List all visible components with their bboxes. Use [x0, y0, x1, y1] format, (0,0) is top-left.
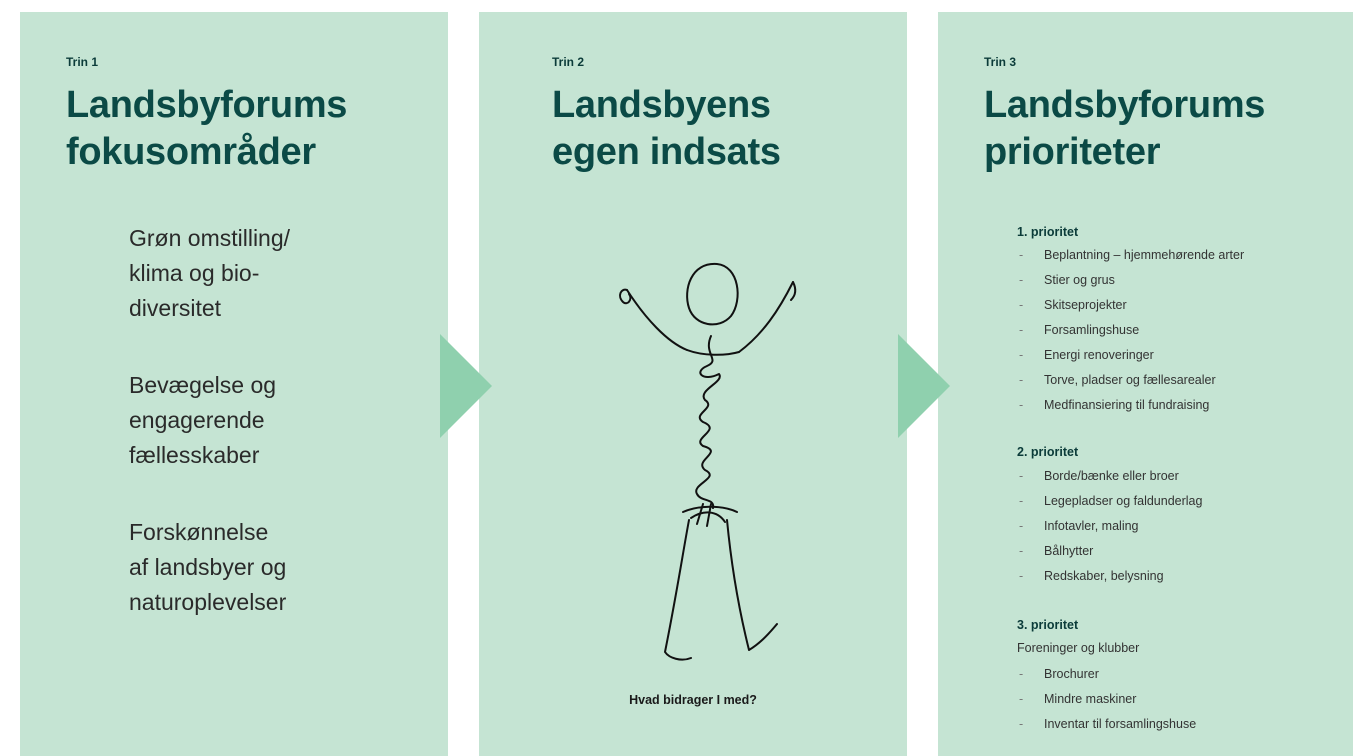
arrow-right-icon	[440, 334, 492, 438]
step-2-title-line-1: Landsbyens	[552, 84, 771, 126]
focus-area-2-line-2: engagerende	[129, 407, 265, 433]
step-1-title-line-2: fokusområder	[66, 131, 316, 173]
dash-bullet: -	[1019, 348, 1024, 362]
step-1-title-line-1: Landsbyforums	[66, 84, 348, 126]
focus-area-1-line-1: Grøn omstilling/	[129, 225, 291, 251]
list-item-text: Skitseprojekter	[1044, 298, 1127, 312]
list-item-text: Infotavler, maling	[1044, 519, 1139, 533]
list-item-text: Energi renoveringer	[1044, 348, 1154, 362]
list-item-text: Bålhytter	[1044, 544, 1094, 558]
priority-1-heading: 1. prioritet	[1017, 225, 1079, 239]
list-item-text: Medfinansiering til fundraising	[1044, 398, 1210, 412]
list-item-text: Redskaber, belysning	[1044, 569, 1164, 583]
list-item-text: Mindre maskiner	[1044, 692, 1137, 706]
priority-3-list: - Brochurer - Mindre maskiner - Inventar ti…	[1017, 662, 1196, 737]
dash-bullet: -	[1019, 323, 1024, 337]
list-item: - Stier og grus	[1017, 268, 1244, 293]
step-2-title: Landsbyens egen indsats	[552, 82, 781, 176]
dash-bullet: -	[1019, 519, 1024, 533]
dash-bullet: -	[1019, 569, 1024, 583]
focus-area-3-line-1: Forskønnelse	[129, 519, 269, 545]
priority-2-heading: 2. prioritet	[1017, 445, 1079, 459]
focus-area-2-line-3: fællesskaber	[129, 442, 260, 468]
list-item-text: Inventar til forsamlingshuse	[1044, 717, 1197, 731]
list-item: - Torve, pladser og fællesarealer	[1017, 368, 1244, 393]
dash-bullet: -	[1019, 494, 1024, 508]
step-3-panel: Trin 3 Landsbyforums prioriteter 1. prio…	[938, 12, 1353, 756]
dash-bullet: -	[1019, 248, 1024, 262]
dash-bullet: -	[1019, 298, 1024, 312]
step-2-title-line-2: egen indsats	[552, 131, 781, 173]
list-item: - Inventar til forsamlingshuse	[1017, 712, 1196, 737]
step-3-title-line-1: Landsbyforums	[984, 84, 1266, 126]
list-item: - Skitseprojekter	[1017, 293, 1244, 318]
focus-area-green-transition: Grøn omstilling/ klima og bio- diversite…	[129, 221, 429, 326]
arrow-right-icon	[898, 334, 950, 438]
list-item: - Bålhytter	[1017, 539, 1202, 564]
dash-bullet: -	[1019, 667, 1024, 681]
focus-area-3-line-3: naturoplevelser	[129, 589, 287, 615]
list-item-text: Forsamlingshuse	[1044, 323, 1140, 337]
list-item: - Infotavler, maling	[1017, 514, 1202, 539]
list-item: - Medfinansiering til fundraising	[1017, 393, 1244, 418]
list-item: - Redskaber, belysning	[1017, 564, 1202, 589]
dash-bullet: -	[1019, 469, 1024, 483]
step-1-label: Trin 1	[66, 55, 99, 69]
focus-area-2-line-1: Bevægelse og	[129, 372, 277, 398]
step-1-panel: Trin 1 Landsbyforums fokusområder Grøn o…	[20, 12, 448, 756]
focus-area-movement: Bevægelse og engagerende fællesskaber	[129, 368, 429, 473]
contribution-question: Hvad bidrager I med?	[629, 693, 757, 707]
list-item: - Legepladser og faldunderlag	[1017, 489, 1202, 514]
focus-area-3-line-2: af landsbyer og	[129, 554, 287, 580]
step-2-label: Trin 2	[552, 55, 585, 69]
list-item: - Forsamlingshuse	[1017, 318, 1244, 343]
dash-bullet: -	[1019, 398, 1024, 412]
list-item: - Borde/bænke eller broer	[1017, 464, 1202, 489]
list-item: - Mindre maskiner	[1017, 687, 1196, 712]
stick-figure-drawing	[619, 262, 797, 661]
dash-bullet: -	[1019, 544, 1024, 558]
dash-bullet: -	[1019, 373, 1024, 387]
priority-3-heading: 3. prioritet	[1017, 618, 1079, 632]
list-item-text: Torve, pladser og fællesarealer	[1044, 373, 1216, 387]
list-item-text: Beplantning – hjemmehørende arter	[1044, 248, 1245, 262]
step-2-panel: Trin 2 Landsbyens egen indsats Hvad	[479, 12, 907, 756]
dash-bullet: -	[1019, 273, 1024, 287]
priority-2-list: - Borde/bænke eller broer - Legepladser og…	[1017, 464, 1202, 589]
list-item-text: Borde/bænke eller broer	[1044, 469, 1179, 483]
step-3-title: Landsbyforums prioriteter	[984, 82, 1265, 176]
step-1-title: Landsbyforums fokusområder	[66, 82, 347, 176]
list-item-text: Brochurer	[1044, 667, 1099, 681]
dash-bullet: -	[1019, 692, 1024, 706]
focus-area-1-line-3: diversitet	[129, 295, 222, 321]
list-item: - Brochurer	[1017, 662, 1196, 687]
focus-area-1-line-2: klima og bio-	[129, 260, 260, 286]
priority-1-list: - Beplantning – hjemmehørende arter - Stie…	[1017, 243, 1244, 418]
list-item-text: Stier og grus	[1044, 273, 1115, 287]
dash-bullet: -	[1019, 717, 1024, 731]
priority-3-subheading: Foreninger og klubber	[1017, 641, 1140, 655]
step-3-title-line-2: prioriteter	[984, 131, 1161, 173]
list-item: - Beplantning – hjemmehørende arter	[1017, 243, 1244, 268]
list-item: - Energi renoveringer	[1017, 343, 1244, 368]
step-3-label: Trin 3	[984, 55, 1017, 69]
focus-area-beautification: Forskønnelse af landsbyer og naturopleve…	[129, 515, 429, 620]
list-item-text: Legepladser og faldunderlag	[1044, 494, 1203, 508]
